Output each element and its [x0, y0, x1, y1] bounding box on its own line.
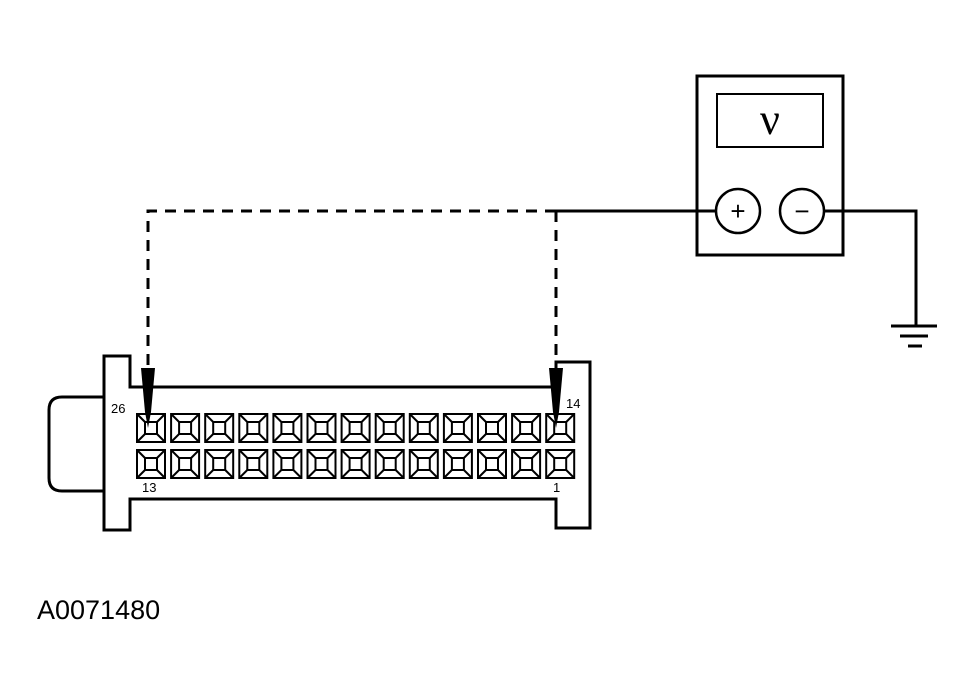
pin-row-top [136, 413, 576, 443]
pin-cavity-14 [545, 413, 576, 443]
pin-cavity-26 [136, 413, 166, 443]
pin-cavity-15 [511, 413, 542, 443]
pin-cavity-16 [477, 413, 507, 443]
voltmeter-display-symbol: ν [760, 95, 780, 144]
positive-lead-dashed [146, 209, 556, 372]
pin-row-bottom [136, 449, 576, 479]
pin-cavity-22 [272, 413, 303, 443]
pin-cavity-13 [136, 449, 166, 479]
ground-icon [891, 324, 937, 348]
pin-cavity-9 [272, 449, 303, 479]
pin-cavity-17 [442, 413, 473, 443]
voltmeter-display [716, 93, 824, 148]
pin-cavity-23 [238, 413, 269, 443]
pin-cavity-12 [170, 449, 201, 479]
connector: 26 14 13 1 [47, 354, 592, 532]
positive-terminal-symbol: + [730, 196, 745, 226]
pin-cavity-24 [204, 413, 235, 443]
pin-label-14: 14 [566, 396, 580, 411]
voltmeter: ν + − [695, 74, 845, 257]
pin-cavity-5 [408, 449, 439, 479]
pin-label-26: 26 [111, 401, 125, 416]
pin-cavity-18 [408, 413, 439, 443]
pin-cavity-4 [442, 449, 473, 479]
pin-cavity-25 [170, 413, 201, 443]
pin-cavity-3 [477, 449, 507, 479]
pin-cavity-8 [306, 449, 337, 479]
pin-label-13: 13 [142, 480, 156, 495]
pin-cavity-20 [340, 413, 371, 443]
negative-lead [824, 209, 918, 326]
probe-tip-left [141, 368, 155, 428]
pin-cavity-1 [545, 449, 576, 479]
pin-label-1: 1 [553, 480, 560, 495]
pin-cavity-2 [511, 449, 542, 479]
pin-cavity-7 [340, 449, 371, 479]
pin-cavity-6 [374, 449, 405, 479]
pin-cavity-21 [306, 413, 337, 443]
probe-tip-right [549, 368, 563, 428]
pin-cavity-10 [238, 449, 269, 479]
pin-cavity-11 [204, 449, 235, 479]
connector-lock-tab [47, 395, 104, 493]
figure-id: A0071480 [37, 595, 161, 625]
negative-terminal-symbol: − [794, 196, 809, 226]
pin-cavity-19 [374, 413, 405, 443]
